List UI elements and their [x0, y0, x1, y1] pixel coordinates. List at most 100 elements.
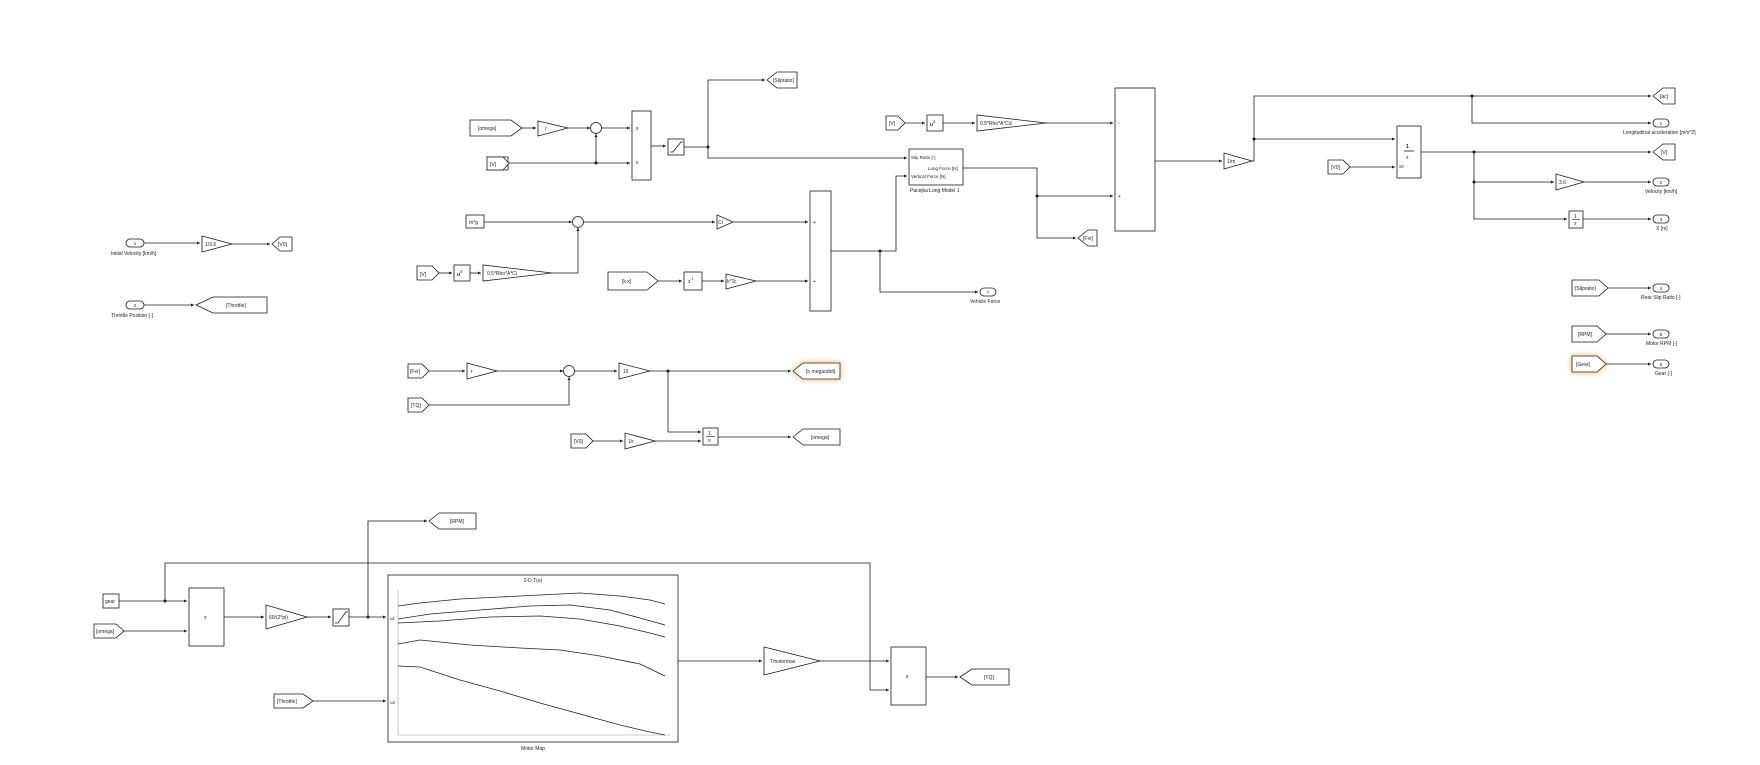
- outport-gear[interactable]: 6 Gear [-]: [1652, 359, 1673, 377]
- from-v0-omega[interactable]: [V0]: [570, 433, 594, 449]
- from-tq[interactable]: [TQ]: [407, 397, 430, 413]
- product-motor-speed[interactable]: x: [188, 587, 225, 647]
- gain-aero-drag[interactable]: 0.5*Rho*A*Cd: [976, 114, 1047, 132]
- from-v-drag[interactable]: [V]: [885, 115, 906, 131]
- svg-text:1: 1: [134, 241, 137, 246]
- from-fxr[interactable]: [Fxr]: [407, 363, 430, 379]
- svg-text:1: 1: [1574, 214, 1577, 220]
- goto-slipratio[interactable]: [Slipratio]: [766, 71, 798, 89]
- from-mg[interactable]: m*g: [465, 214, 485, 229]
- from-kx[interactable]: [k x]: [607, 271, 659, 291]
- goto-ac[interactable]: [ac]: [1652, 87, 1676, 105]
- from-gear-motor[interactable]: gear: [102, 593, 120, 609]
- sum-slip[interactable]: [590, 122, 602, 134]
- svg-text:Longitudinal acceleration [m/s: Longitudinal acceleration [m/s^2]: [1623, 130, 1696, 136]
- gain-tmotormax[interactable]: Tmotormax: [763, 646, 821, 676]
- outport-motor-rpm[interactable]: 5 Motor RPM [-]: [1646, 329, 1678, 347]
- goto-throttle[interactable]: [Throttle]: [195, 296, 268, 314]
- svg-text:[Throttle]: [Throttle]: [226, 303, 246, 309]
- svg-text:1/I: 1/I: [623, 369, 629, 375]
- svg-text:1/m: 1/m: [1227, 159, 1235, 165]
- svg-text:7: 7: [987, 290, 990, 295]
- svg-text:u1: u1: [390, 616, 396, 621]
- product-slip[interactable]: x x: [631, 110, 652, 181]
- sum-vertical[interactable]: [572, 216, 584, 228]
- outport-velocity[interactable]: 2 Velocity [km/h]: [1645, 177, 1678, 195]
- gain-one-r[interactable]: 1/r: [624, 432, 657, 450]
- gain-ms-to-kmh[interactable]: 3.6: [1555, 173, 1586, 191]
- from-v0-integrator[interactable]: [V0]: [1327, 159, 1351, 175]
- svg-text:60/(2*pi): 60/(2*pi): [269, 615, 288, 621]
- svg-text:0.5*Rho*A*Cd: 0.5*Rho*A*Cd: [980, 121, 1012, 127]
- from-gear[interactable]: [Gear]: [1571, 355, 1607, 373]
- svg-text:[TQ]: [TQ]: [411, 403, 421, 409]
- svg-text:[V]: [V]: [1661, 150, 1668, 156]
- svg-text:1/3.6: 1/3.6: [205, 242, 216, 248]
- svg-text:Vehicle Force: Vehicle Force: [970, 299, 1001, 305]
- gain-one-m[interactable]: 1/m: [1223, 152, 1254, 170]
- outport-longitudinal-acceleration[interactable]: 1 Longitudinal acceleration [m/s^2]: [1623, 118, 1696, 136]
- svg-text:[k x]: [k x]: [622, 279, 632, 285]
- svg-text:[omega]: [omega]: [478, 126, 497, 132]
- gain-r[interactable]: r: [537, 120, 569, 137]
- product-torque[interactable]: x: [890, 646, 927, 706]
- sum-longitudinal[interactable]: - +: [1114, 87, 1156, 232]
- svg-text:1: 1: [1660, 121, 1663, 126]
- goto-omega[interactable]: [omega]: [792, 428, 841, 446]
- goto-v0[interactable]: [V0]: [271, 236, 293, 252]
- goto-v[interactable]: [V]: [1652, 143, 1676, 161]
- integrator-position[interactable]: 1 s: [1568, 210, 1584, 229]
- svg-text:u2: u2: [457, 270, 462, 278]
- goto-tq[interactable]: [TQ]: [959, 668, 1010, 686]
- from-throttle-motor[interactable]: [Throttle]: [273, 693, 314, 709]
- sum-torque[interactable]: [563, 365, 575, 377]
- integrator-omega[interactable]: 1 s: [702, 427, 719, 446]
- gain-crr[interactable]: Cr: [716, 214, 734, 230]
- from-slipratio[interactable]: [Slipratio]: [1571, 279, 1609, 297]
- goto-omegadot[interactable]: [o megaodot]: [792, 362, 841, 380]
- inport-initial-velocity[interactable]: 1 Initial Velocity [km/h]: [111, 238, 157, 257]
- from-rpm[interactable]: [RPM]: [1571, 325, 1607, 343]
- outport-vehicle-force[interactable]: 7 Vehicle Force: [970, 287, 1001, 305]
- gain-rads-to-rpm[interactable]: 60/(2*pi): [265, 604, 309, 630]
- gain-kmh-to-ms[interactable]: 1/3.6: [201, 235, 234, 253]
- saturation-rpm[interactable]: [332, 608, 350, 627]
- outport-x[interactable]: 3 X [m]: [1652, 214, 1670, 232]
- goto-rpm[interactable]: [RPM]: [428, 512, 477, 530]
- svg-text:[Fxr]: [Fxr]: [410, 369, 421, 375]
- from-omega-motor[interactable]: [omega]: [93, 623, 125, 639]
- svg-text:x: x: [636, 126, 639, 132]
- goto-fxr[interactable]: [Fxr]: [1077, 229, 1098, 247]
- svg-text:X [m]: X [m]: [1656, 226, 1668, 232]
- from-omega-r[interactable]: [omega]: [469, 119, 523, 137]
- math-u2-aero[interactable]: u2: [453, 264, 471, 282]
- integrator-icon: 1 s x0: [1399, 144, 1414, 169]
- gain-aero-down[interactable]: 0.5*Rho*A*Cl: [482, 264, 553, 282]
- pacejka-long-model[interactable]: Slip Ratio [-] Vertical Force [N] Long.F…: [908, 148, 964, 194]
- svg-text:[RPM]: [RPM]: [450, 519, 465, 525]
- outport-rear-slip-ratio[interactable]: 4 Rear Slip Ratio [-]: [1641, 283, 1681, 301]
- svg-text:[V0]: [V0]: [1331, 165, 1341, 171]
- svg-text:[V0]: [V0]: [278, 242, 288, 248]
- svg-text:1/r: 1/r: [628, 439, 634, 445]
- svg-text:[Slipratio]: [Slipratio]: [773, 78, 794, 84]
- math-u2-drag[interactable]: u2: [926, 114, 944, 132]
- gain-kt[interactable]: k*Tc: [725, 273, 757, 290]
- delay-zinv[interactable]: z-1: [683, 271, 703, 291]
- lookup-motor-map[interactable]: 2-D T(u) u1 u2 Motor Map: [387, 574, 679, 752]
- gain-r2[interactable]: r: [466, 362, 499, 380]
- saturation-slip[interactable]: [667, 138, 685, 156]
- svg-text:x0: x0: [1399, 164, 1404, 169]
- svg-text:2: 2: [1660, 180, 1663, 185]
- integrator-velocity[interactable]: 1 s x0: [1396, 125, 1422, 179]
- svg-text:+: +: [1118, 194, 1121, 200]
- gain-one-i[interactable]: 1/I: [618, 362, 651, 380]
- svg-text:m*g: m*g: [469, 220, 478, 226]
- from-v-aero[interactable]: [V]: [416, 265, 440, 281]
- sum-vertical-force[interactable]: + +: [809, 190, 832, 312]
- inport-throttle-position[interactable]: 2 Throttle Position [-]: [111, 300, 154, 319]
- svg-text:5: 5: [1660, 332, 1663, 337]
- svg-text:2: 2: [134, 303, 137, 308]
- from-v-r[interactable]: [V]: [486, 156, 510, 171]
